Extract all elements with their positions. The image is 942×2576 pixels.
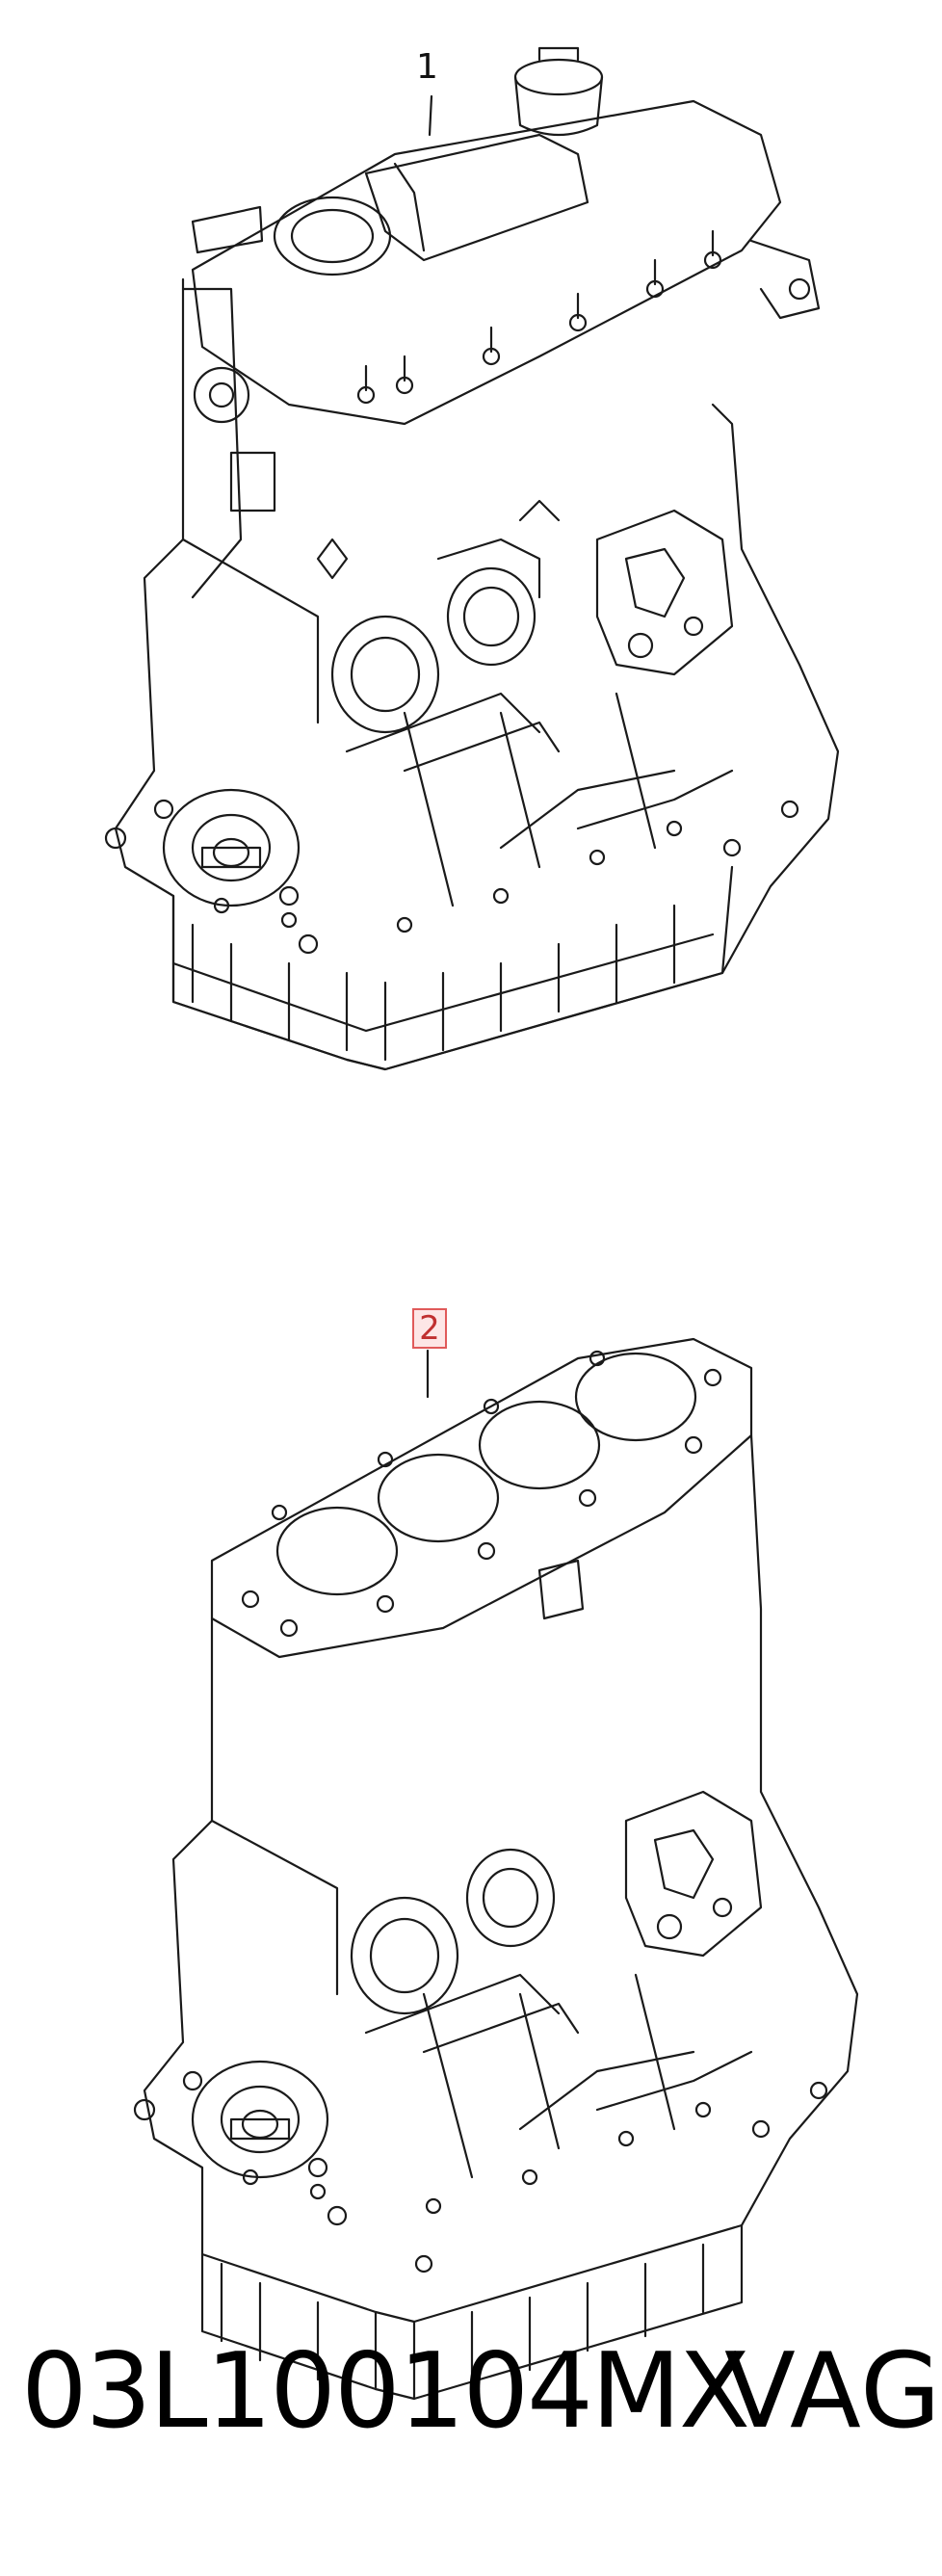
footer: 03L100104MX VAG bbox=[0, 2331, 942, 2466]
callout-1: 1 bbox=[416, 47, 438, 87]
callout-2: 2 bbox=[412, 1308, 447, 1349]
short-block-drawing bbox=[133, 1337, 859, 2401]
brand-label: VAG bbox=[724, 2331, 942, 2452]
complete-engine-drawing bbox=[104, 46, 840, 1071]
part-number: 03L100104MX bbox=[21, 2331, 750, 2452]
